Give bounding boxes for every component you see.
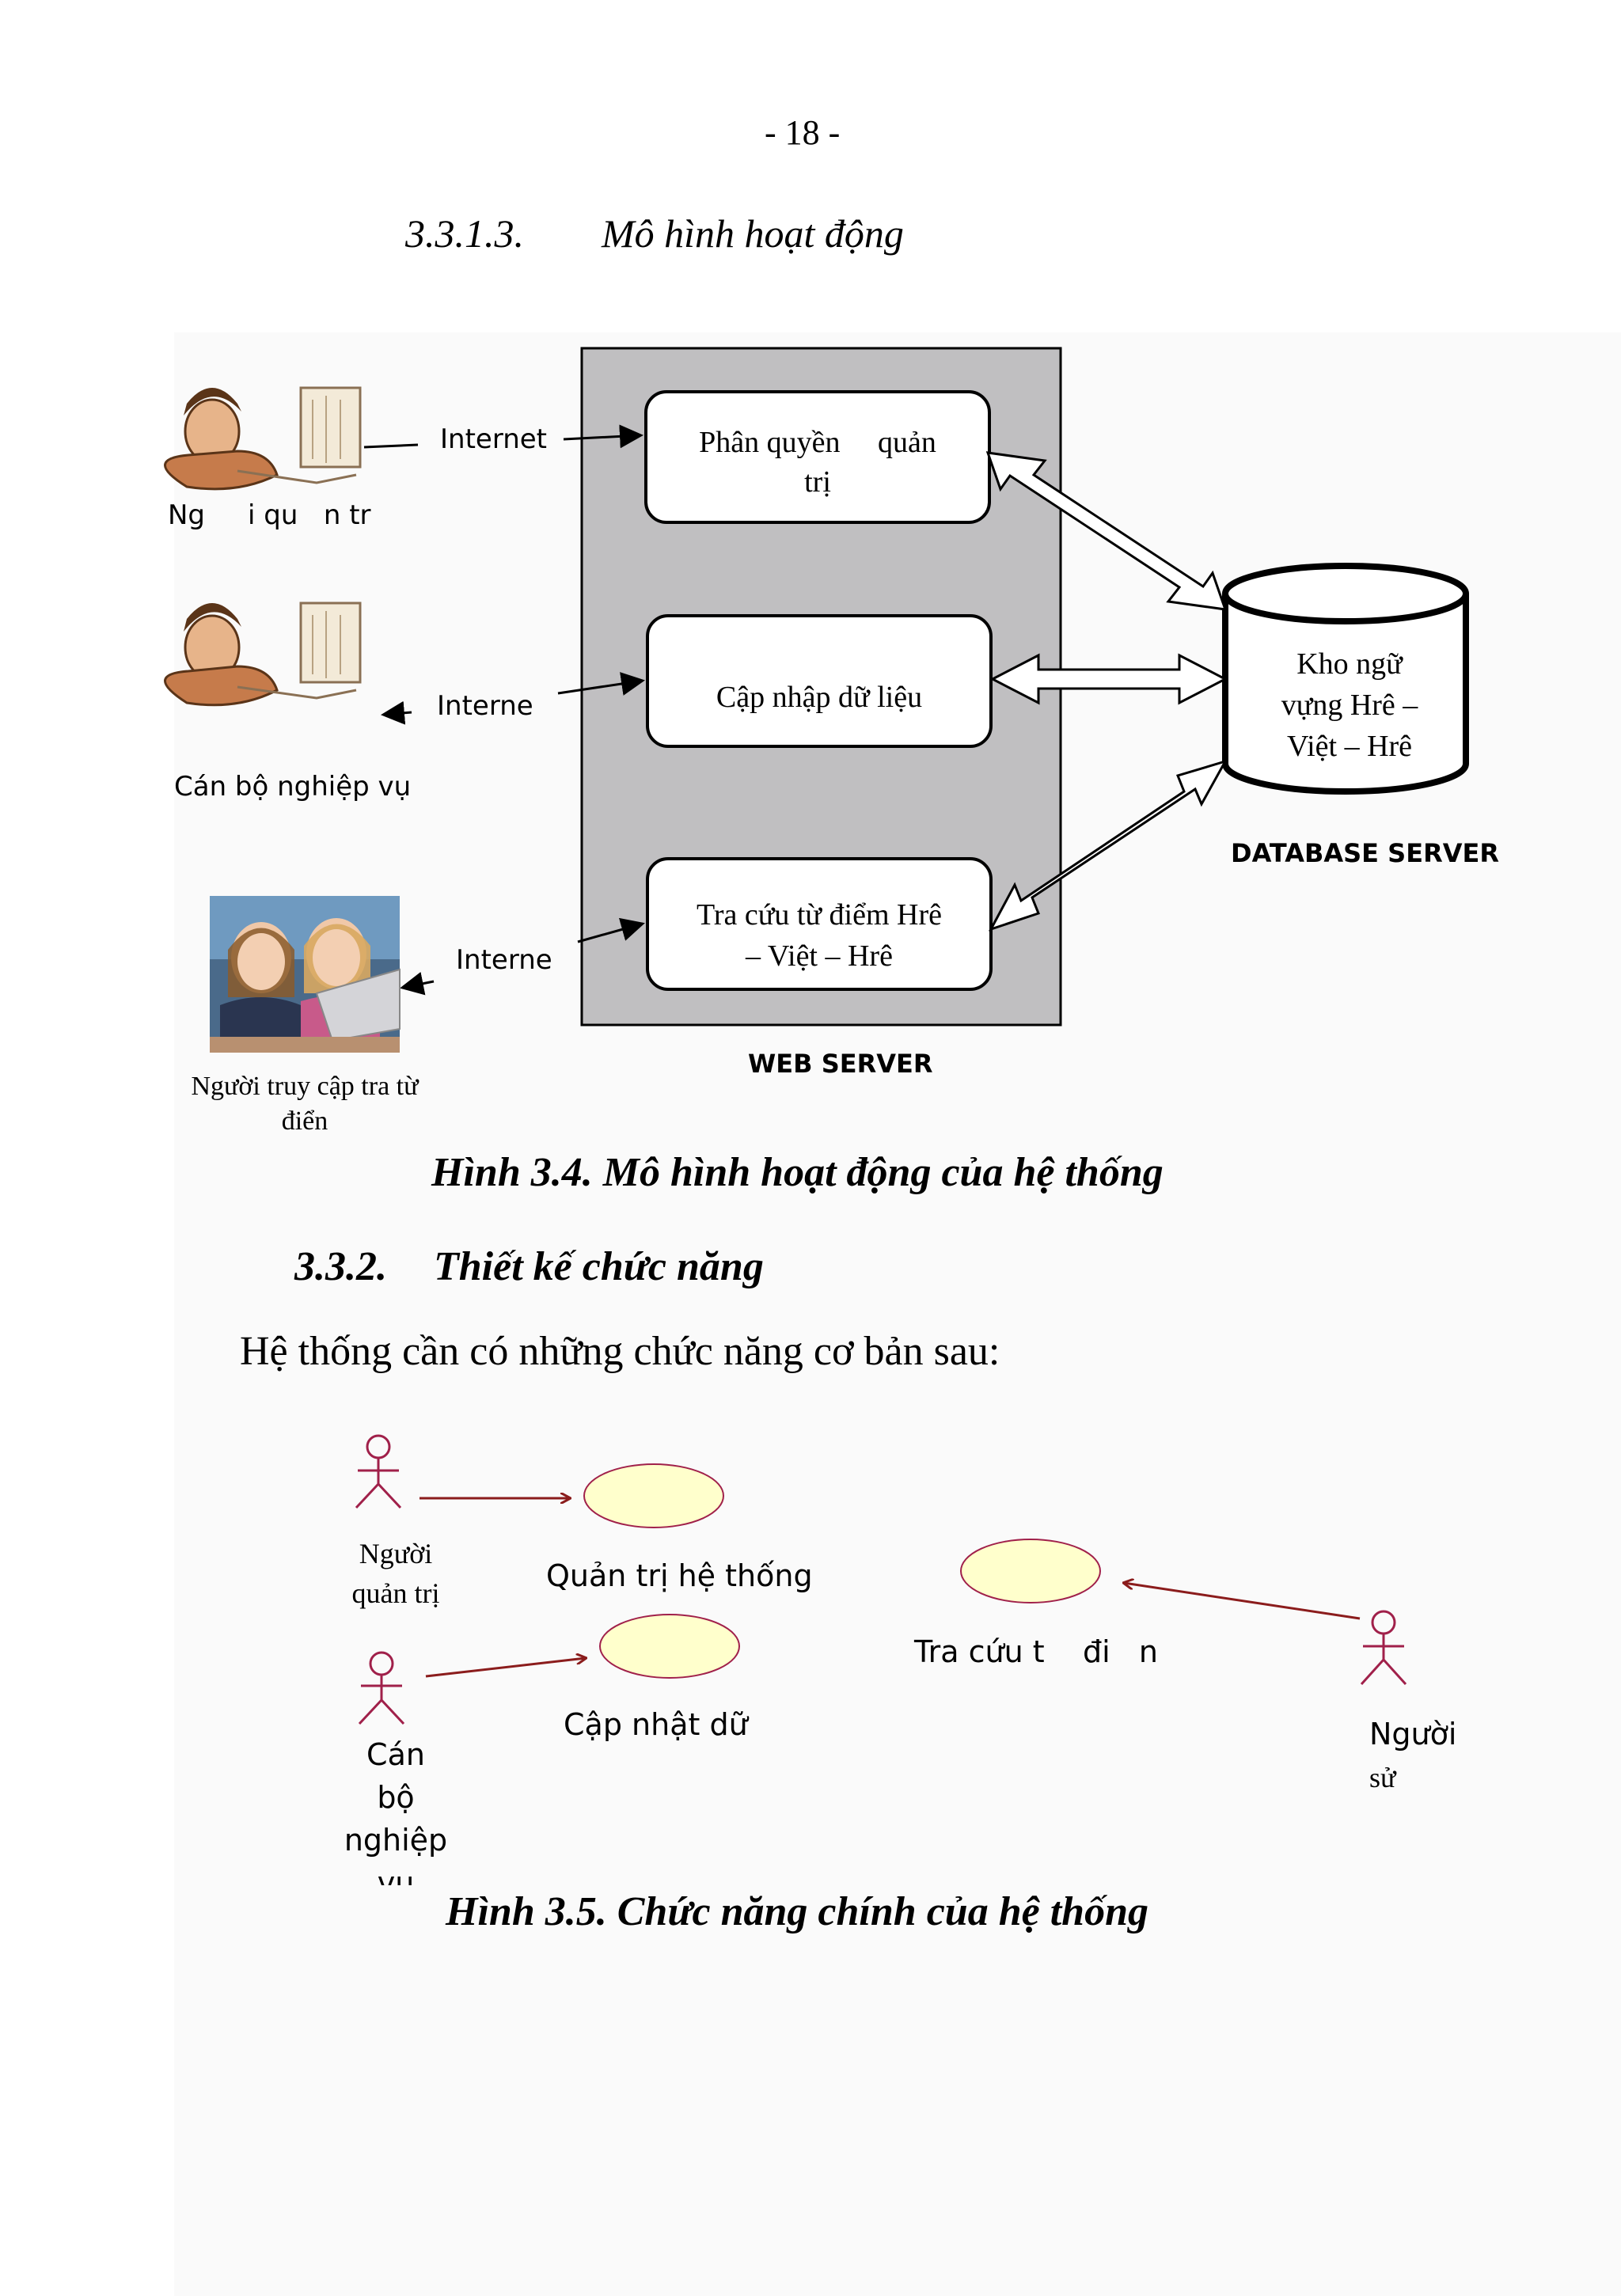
module-update-line1: Cập nhập dữ liệu bbox=[716, 681, 923, 714]
usecase-staff-ellipse bbox=[599, 1614, 740, 1679]
web-server-label: WEB SERVER bbox=[748, 1049, 933, 1079]
subsection-number: 3.3.2. bbox=[294, 1244, 387, 1289]
arrow-admin-to-permissions bbox=[563, 424, 643, 449]
staff-actor-name-line1: Cán bbox=[366, 1737, 425, 1772]
usecase-admin-ellipse bbox=[583, 1463, 724, 1528]
module-lookup-line2: – Việt – Hrê bbox=[746, 939, 893, 973]
arrow-user-internet-left bbox=[400, 971, 435, 996]
usecase-lookup-label: Tra cứu t đi n bbox=[914, 1634, 1158, 1669]
figure1-caption: Hình 3.4. Mô hình hoạt động của hệ thống bbox=[431, 1150, 1164, 1195]
arrow-admin-internet-left bbox=[363, 443, 419, 449]
arrow-user-to-lookup bbox=[577, 917, 645, 943]
database-text-line3: Việt – Hrê bbox=[1286, 730, 1413, 763]
database-text-line1: Kho ngữ bbox=[1296, 647, 1403, 681]
module-box-update bbox=[646, 614, 993, 748]
page-number: - 18 - bbox=[765, 113, 841, 152]
database-cylinder bbox=[1222, 563, 1469, 795]
arrow-staff-internet-left bbox=[381, 700, 412, 725]
admin-link-label: Internet bbox=[440, 423, 548, 455]
user-actor-label-line1: Người truy cập tra từ bbox=[191, 1072, 419, 1101]
database-text-line2: vựng Hrê – bbox=[1281, 689, 1418, 722]
section-number: 3.3.1.3. bbox=[405, 211, 524, 256]
staff-person-icon bbox=[164, 602, 362, 707]
assoc-user bbox=[1124, 1583, 1361, 1620]
user-link-label: Interne bbox=[456, 944, 552, 976]
intro-text: Hệ thống cần có những chức năng cơ bản s… bbox=[240, 1329, 1000, 1374]
staff-actor-label: Cán bộ nghiệp vụ bbox=[174, 771, 412, 803]
database-server-label: DATABASE SERVER bbox=[1231, 838, 1499, 868]
admin-actor-label: Ng i qu n tr bbox=[168, 499, 371, 531]
usecase-staff-label: Cập nhật dữ bbox=[564, 1707, 748, 1742]
user-actor-icon bbox=[1360, 1610, 1407, 1686]
double-arrow-permissions-db bbox=[985, 451, 1228, 611]
admin-actor-name-line2: quản trị bbox=[351, 1577, 440, 1609]
arrow-staff-to-update bbox=[557, 672, 645, 696]
admin-actor-icon bbox=[355, 1434, 402, 1509]
user-actor-label-line2: điển bbox=[281, 1106, 328, 1136]
staff-link-label: Interne bbox=[437, 690, 533, 722]
section-title: Mô hình hoạt động bbox=[602, 211, 904, 256]
usecase-lookup-ellipse bbox=[960, 1539, 1101, 1603]
staff-actor-name-line4: vụ bbox=[377, 1868, 415, 1885]
module-permissions-line2: trị bbox=[804, 465, 831, 499]
user-actor-name-line2: sử bbox=[1369, 1762, 1396, 1793]
admin-actor-name-line1: Người bbox=[359, 1538, 433, 1569]
subsection-title: Thiết kế chức năng bbox=[434, 1244, 764, 1289]
assoc-staff bbox=[425, 1658, 586, 1678]
usecase-admin-label: Quản trị hệ thống bbox=[546, 1558, 813, 1593]
double-arrow-lookup-db bbox=[988, 759, 1228, 932]
user-actor-name-line1: Người bbox=[1369, 1717, 1457, 1751]
staff-actor-icon bbox=[358, 1651, 405, 1725]
staff-actor-name-line3: nghiệp bbox=[344, 1823, 448, 1858]
figure2-caption: Hình 3.5. Chức năng chính của hệ thống bbox=[446, 1889, 1148, 1934]
admin-person-icon bbox=[164, 386, 362, 491]
staff-actor-name-line2: bộ bbox=[377, 1780, 415, 1815]
user-photo-icon bbox=[210, 896, 401, 1053]
module-lookup-line1: Tra cứu từ điểm Hrê bbox=[697, 898, 942, 932]
module-box-lookup bbox=[646, 857, 993, 991]
module-permissions-line1: Phân quyền quản bbox=[699, 426, 936, 459]
double-arrow-update-db bbox=[989, 653, 1228, 705]
